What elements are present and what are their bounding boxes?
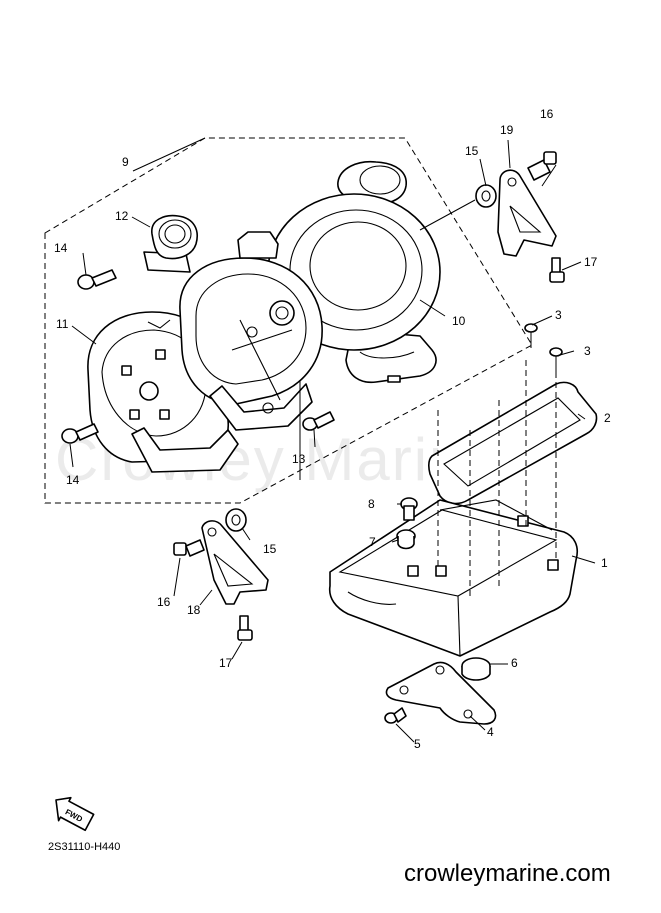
callout-17a: 17 (584, 255, 598, 269)
callout-17b: 17 (219, 656, 233, 670)
callout-3a: 3 (555, 308, 562, 322)
site-url: crowleymarine.com (404, 860, 611, 887)
part-18-bracket (201, 520, 269, 605)
callout-3b: 3 (584, 344, 591, 358)
part-2-gasket (427, 381, 598, 505)
callout-9: 9 (122, 155, 129, 169)
fwd-arrow-icon: FWD (55, 796, 95, 832)
part-1-box (328, 499, 579, 657)
callout-7: 7 (369, 535, 376, 549)
callout-16a: 16 (540, 107, 554, 121)
part-15-grommet-right (475, 184, 497, 208)
part-16-screw-right (527, 151, 557, 181)
callout-4: 4 (487, 725, 494, 739)
callout-13: 13 (292, 452, 306, 466)
part-4-plate (385, 661, 497, 725)
part-16-screw-left (173, 539, 205, 557)
part-17-bolt-right (549, 257, 565, 283)
callout-8: 8 (368, 497, 375, 511)
part-7-collar (396, 529, 416, 550)
part-12-socket (143, 214, 198, 273)
part-17-bolt-left (237, 615, 253, 641)
part-6-grommet (461, 657, 491, 681)
part-19-bracket (497, 169, 557, 257)
callout-16b: 16 (157, 595, 171, 609)
callout-12: 12 (115, 209, 129, 223)
callout-19: 19 (500, 123, 514, 137)
callout-2: 2 (604, 411, 611, 425)
diagram-code: 2S31110-H440 (48, 841, 120, 853)
callout-18: 18 (187, 603, 201, 617)
guide-lines (437, 360, 557, 600)
part-15-grommet-left (225, 508, 247, 532)
callout-15a: 15 (465, 144, 479, 158)
part-5-bolt (384, 707, 407, 724)
part-meter-body (179, 231, 323, 431)
callout-14b: 14 (66, 473, 80, 487)
leader-lines (69, 137, 596, 743)
part-14-screw-lower (61, 423, 99, 444)
callout-1: 1 (601, 556, 608, 570)
callout-11: 11 (56, 317, 69, 331)
callout-14a: 14 (54, 241, 68, 255)
callout-15b: 15 (263, 542, 277, 556)
callout-5: 5 (414, 737, 421, 751)
part-14-screw-upper (77, 269, 117, 290)
part-8-bolt (400, 497, 418, 521)
callout-6: 6 (511, 656, 518, 670)
callout-10: 10 (452, 314, 466, 328)
meter-assembly-outline (44, 137, 533, 504)
part-13-screw (302, 411, 335, 431)
part-3-screw-upper (524, 323, 538, 348)
part-3-screw-lower (549, 347, 563, 372)
